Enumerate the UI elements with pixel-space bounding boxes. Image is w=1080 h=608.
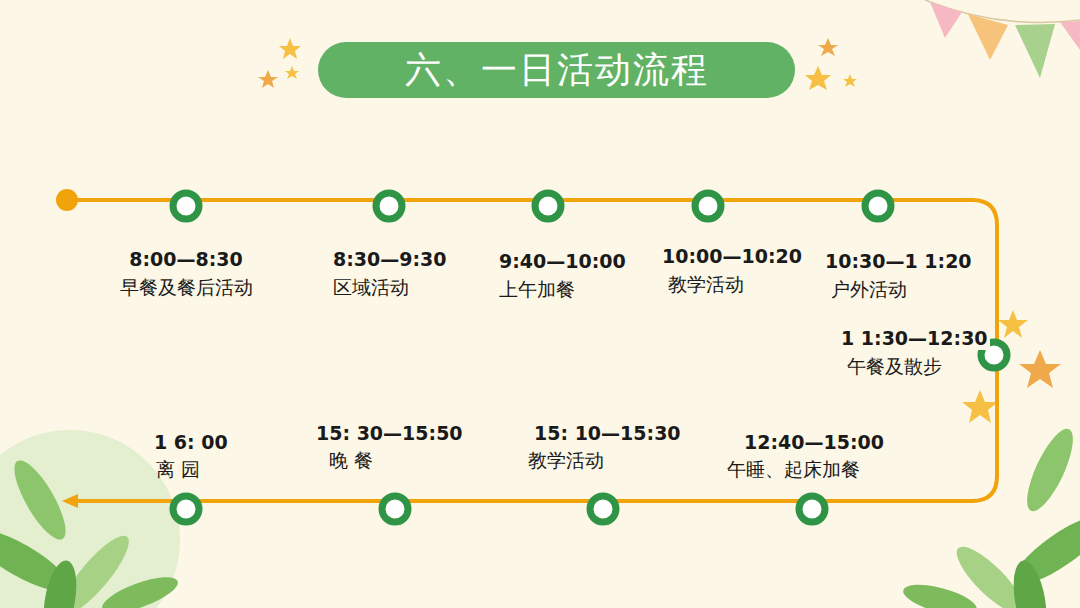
marker-ring xyxy=(799,496,825,522)
activity-label: 午睡、起床加餐 xyxy=(725,457,862,481)
time-label: 9:40—10:00 xyxy=(497,249,628,273)
activity-label: 早餐及餐后活动 xyxy=(118,275,255,299)
activity-label: 户外活动 xyxy=(829,277,909,301)
bunting xyxy=(925,0,1080,78)
time-label: 15: 10—15:30 xyxy=(532,421,683,445)
activity-label: 晚 餐 xyxy=(327,448,375,472)
marker-ring xyxy=(382,496,408,522)
activity-label: 教学活动 xyxy=(526,448,606,472)
timeline-arrowhead xyxy=(62,494,78,508)
marker-ring xyxy=(590,496,616,522)
time-label: 12:40—15:00 xyxy=(742,430,886,454)
marker-ring xyxy=(173,193,199,219)
marker-ring xyxy=(695,193,721,219)
marker-ring xyxy=(376,193,402,219)
activity-label: 上午加餐 xyxy=(497,277,577,301)
time-label: 1 1:30—12:30 xyxy=(839,326,990,350)
start-dot xyxy=(56,189,78,211)
time-label: 8:00—8:30 xyxy=(127,247,245,271)
time-label: 1 6: 00 xyxy=(152,430,230,454)
activity-label: 教学活动 xyxy=(666,272,746,296)
leaves xyxy=(0,423,1080,608)
timeline-line xyxy=(67,200,997,501)
time-label: 10:30—1 1:20 xyxy=(823,249,974,273)
timeline xyxy=(56,189,997,508)
time-label: 15: 30—15:50 xyxy=(314,421,465,445)
activity-label: 离 园 xyxy=(154,457,202,481)
time-label: 8:30—9:30 xyxy=(331,247,449,271)
timeline-markers xyxy=(173,193,1007,522)
time-label: 10:00—10:20 xyxy=(660,244,804,268)
marker-ring xyxy=(535,193,561,219)
marker-ring xyxy=(173,496,199,522)
activity-label: 区域活动 xyxy=(331,275,411,299)
stars xyxy=(258,38,1061,423)
activity-label: 午餐及散步 xyxy=(845,354,944,378)
marker-ring xyxy=(865,193,891,219)
title-pill: 六、一日活动流程 xyxy=(318,42,795,98)
